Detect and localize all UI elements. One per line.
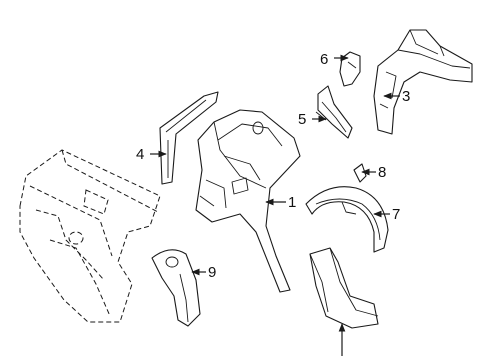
callout-9-label: 9 xyxy=(208,264,216,281)
callout-7-label: 7 xyxy=(392,206,400,223)
callout-8: 8 xyxy=(361,164,386,181)
part-1-inner-quarter-panel xyxy=(195,109,301,293)
part-2-rocker-extension xyxy=(309,247,379,329)
callout-6-label: 6 xyxy=(320,51,328,68)
callout-4-label: 4 xyxy=(136,146,144,163)
callout-6: 6 xyxy=(320,51,349,68)
part-4-pillar-reinforcement xyxy=(159,91,219,185)
callout-3: 3 xyxy=(383,88,410,105)
callout-4: 4 xyxy=(136,146,167,163)
callout-8-label: 8 xyxy=(378,164,386,181)
callout-1-label: 1 xyxy=(288,194,296,211)
callout-2: 2 xyxy=(338,323,346,356)
part-7-wheelhouse-liner xyxy=(305,186,389,253)
part-8-clip xyxy=(353,163,367,183)
part-3-wheelhouse-rail xyxy=(373,29,473,135)
callout-3-label: 3 xyxy=(402,88,410,105)
body-side-ghost-outline xyxy=(19,149,161,323)
part-5-bracket xyxy=(315,85,353,139)
callout-1: 1 xyxy=(265,194,296,211)
callout-9: 9 xyxy=(191,264,216,281)
part-9-pillar-cap xyxy=(151,249,201,327)
callout-5: 5 xyxy=(298,111,327,128)
callout-5-label: 5 xyxy=(298,111,306,128)
part-6-cap-bracket xyxy=(339,51,361,87)
callout-7: 7 xyxy=(373,206,400,223)
